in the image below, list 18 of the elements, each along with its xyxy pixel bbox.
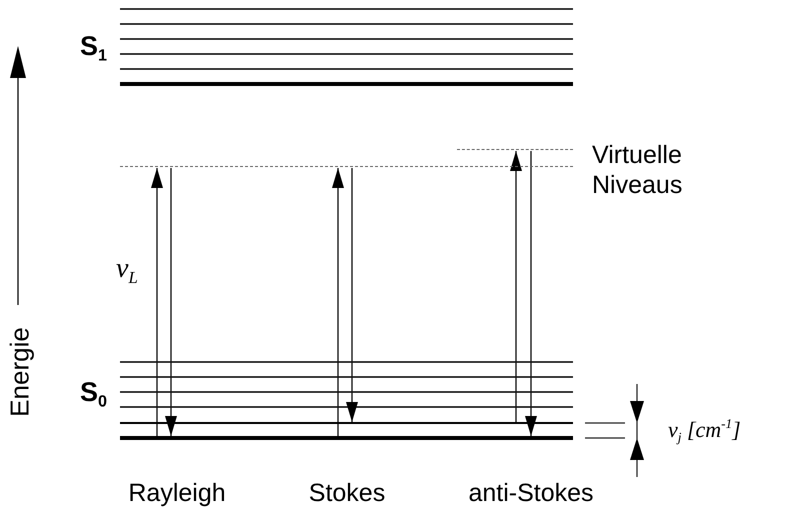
column-label: Rayleigh [128,478,226,508]
transition-arrow [346,168,358,422]
state-label: S$_{0}$ [80,376,108,412]
state-label: S$_{1}$ [80,30,108,66]
transition-arrow [525,151,537,436]
transition-arrow [165,168,177,436]
frequency-label: ν$_{L}$ [116,252,138,288]
virtual-level-line [457,149,573,151]
transition-arrow [510,151,522,422]
column-label: anti-Stokes [468,478,594,508]
wavenumber-label: ν$_{j}$ [cm$^{-1}$] [668,416,741,446]
virtual-level-line [120,166,573,168]
level-label: Virtuelle Niveaus [592,140,684,200]
column-label: Stokes [308,478,386,508]
axis-label: Energie [4,327,36,417]
transition-arrow [332,168,344,436]
transition-arrow [151,168,163,436]
energy-level-line [120,422,573,424]
